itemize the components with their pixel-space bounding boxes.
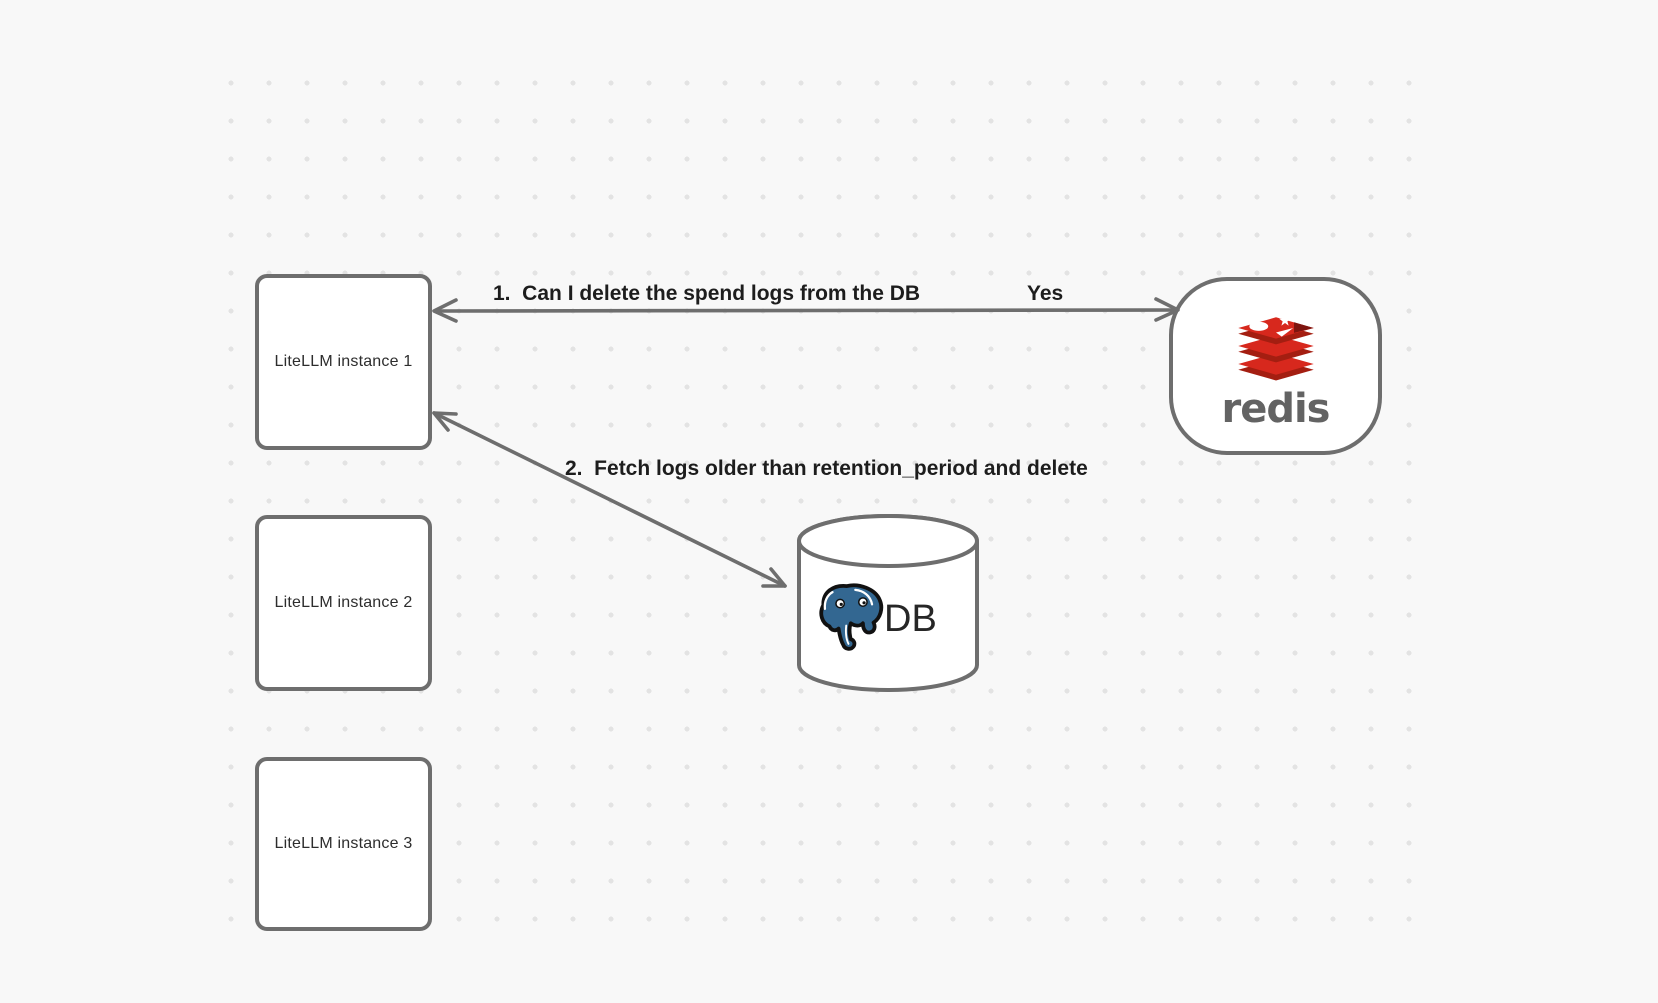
arrow-line: [432, 411, 787, 588]
redis-stack-icon: [1235, 310, 1317, 387]
node-litellm-instance-1[interactable]: LiteLLM instance 1: [255, 274, 432, 450]
postgresql-elephant-icon: [812, 580, 888, 661]
edge2-arrow[interactable]: [432, 411, 787, 588]
arrow-head-right: [1154, 297, 1180, 322]
node-litellm-instance-3[interactable]: LiteLLM instance 3: [255, 757, 432, 931]
node-litellm-instance-2[interactable]: LiteLLM instance 2: [255, 515, 432, 691]
edge1-response-label[interactable]: Yes: [1027, 282, 1064, 305]
arrow-head-bottom: [761, 567, 787, 588]
edge1-label[interactable]: 1. Can I delete the spend logs from the …: [493, 282, 921, 305]
redis-wordmark: redis: [1221, 385, 1330, 432]
node-label: LiteLLM instance 1: [274, 353, 413, 370]
db-label: DB: [884, 598, 937, 640]
node-label: LiteLLM instance 3: [274, 835, 413, 852]
arrow-line: [434, 308, 1179, 313]
edge2-label[interactable]: 2. Fetch logs older than retention_perio…: [565, 457, 1088, 480]
node-redis[interactable]: redis: [1169, 277, 1382, 455]
node-label: LiteLLM instance 2: [274, 594, 413, 611]
arrow-head-left: [432, 298, 458, 323]
edge1-arrow[interactable]: [432, 297, 1180, 323]
arrow-head-top: [432, 411, 458, 432]
